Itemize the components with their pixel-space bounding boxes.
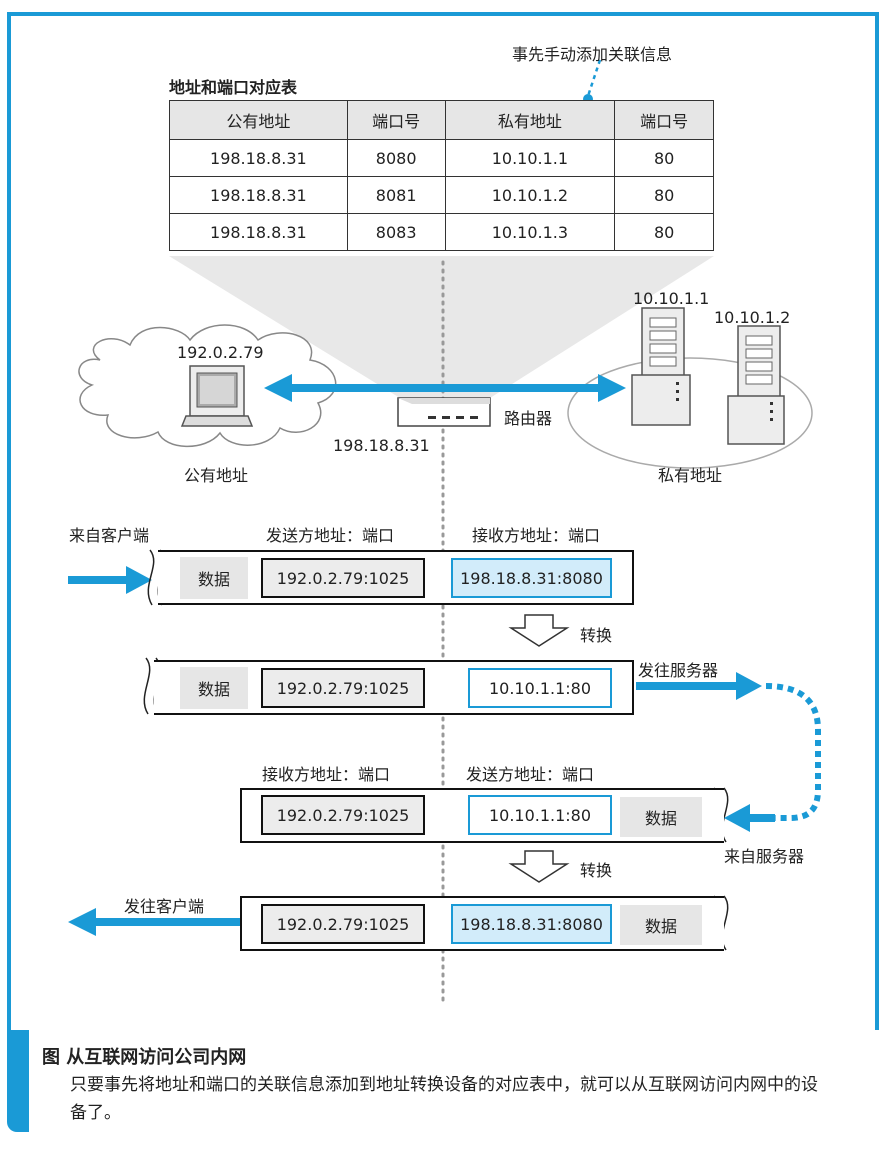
convert-label-2: 转换 bbox=[580, 861, 613, 880]
cell: 80 bbox=[614, 139, 714, 177]
from-client-arrow bbox=[68, 566, 152, 594]
cell: 198.18.8.31 bbox=[169, 213, 348, 251]
cell: 10.10.1.2 bbox=[444, 176, 616, 214]
cell: 8083 bbox=[346, 213, 446, 251]
client-ip-label: 192.0.2.79 bbox=[177, 343, 264, 362]
table-row: 198.18.8.31 8081 10.10.1.2 80 bbox=[169, 176, 714, 214]
connection-arrow bbox=[264, 374, 626, 402]
packet-3-data: 数据 bbox=[620, 797, 702, 837]
to-server-label: 发往服务器 bbox=[638, 661, 719, 680]
caption-accent-bar bbox=[7, 1030, 29, 1132]
header-public-address: 公有地址 bbox=[169, 100, 348, 140]
packet-2-dst: 10.10.1.1:80 bbox=[468, 668, 612, 708]
sender-header-1: 发送方地址：端口 bbox=[266, 526, 395, 545]
to-client-label: 发往客户端 bbox=[124, 897, 205, 916]
packet-2-src: 192.0.2.79:1025 bbox=[261, 668, 425, 708]
server2-icon bbox=[727, 325, 785, 445]
callout-leader bbox=[586, 59, 602, 97]
convert-label-1: 转换 bbox=[580, 626, 613, 645]
cell: 10.10.1.3 bbox=[444, 213, 616, 251]
packet-4-src: 198.18.8.31:8080 bbox=[451, 904, 612, 944]
public-network-label: 公有地址 bbox=[184, 466, 249, 485]
from-server-arrow bbox=[724, 804, 775, 832]
figure-frame bbox=[7, 12, 879, 1030]
receiver-header-2: 接收方地址：端口 bbox=[262, 765, 391, 784]
packet-4-dst: 192.0.2.79:1025 bbox=[261, 904, 425, 944]
packet-4-data: 数据 bbox=[620, 905, 702, 945]
callout-label: 事先手动添加关联信息 bbox=[512, 45, 673, 64]
server1-ip-label: 10.10.1.1 bbox=[633, 289, 710, 308]
convert-arrow-2 bbox=[508, 850, 570, 883]
header-public-port: 端口号 bbox=[346, 100, 446, 140]
table-row: 198.18.8.31 8080 10.10.1.1 80 bbox=[169, 139, 714, 177]
router-icon bbox=[397, 397, 491, 427]
from-server-label: 来自服务器 bbox=[724, 847, 805, 866]
packet-2-data: 数据 bbox=[180, 667, 248, 709]
cell: 80 bbox=[614, 176, 714, 214]
server-loop-dashed bbox=[765, 683, 821, 821]
sender-header-2: 发送方地址：端口 bbox=[466, 765, 595, 784]
cell: 10.10.1.1 bbox=[444, 139, 616, 177]
router-ip-label: 198.18.8.31 bbox=[333, 436, 430, 455]
table-title: 地址和端口对应表 bbox=[169, 78, 298, 97]
from-client-label: 来自客户端 bbox=[69, 526, 150, 545]
packet-1-data: 数据 bbox=[180, 557, 248, 599]
server1-icon bbox=[631, 307, 691, 426]
cell: 80 bbox=[614, 213, 714, 251]
header-private-address: 私有地址 bbox=[444, 100, 616, 140]
receiver-header-1: 接收方地址：端口 bbox=[472, 526, 601, 545]
packet-1-src: 192.0.2.79:1025 bbox=[261, 558, 425, 598]
convert-arrow-1 bbox=[508, 614, 570, 647]
to-client-arrow bbox=[68, 908, 240, 936]
router-label: 路由器 bbox=[504, 409, 553, 428]
packet-3-dst: 192.0.2.79:1025 bbox=[261, 795, 425, 835]
cell: 198.18.8.31 bbox=[169, 176, 348, 214]
caption-title: 图 从互联网访问公司内网 bbox=[42, 1047, 247, 1068]
table-row: 198.18.8.31 8083 10.10.1.3 80 bbox=[169, 213, 714, 251]
packet-1-dst: 198.18.8.31:8080 bbox=[451, 558, 612, 598]
server2-ip-label: 10.10.1.2 bbox=[714, 308, 791, 327]
header-private-port: 端口号 bbox=[614, 100, 714, 140]
to-server-arrow bbox=[636, 672, 762, 700]
table-header-row: 公有地址 端口号 私有地址 端口号 bbox=[169, 100, 714, 140]
client-pc-icon bbox=[180, 365, 254, 427]
packet-3-src: 10.10.1.1:80 bbox=[468, 795, 612, 835]
cell: 198.18.8.31 bbox=[169, 139, 348, 177]
private-network-label: 私有地址 bbox=[658, 466, 723, 485]
address-port-table: 公有地址 端口号 私有地址 端口号 198.18.8.31 8080 10.10… bbox=[169, 100, 714, 251]
cell: 8081 bbox=[346, 176, 446, 214]
caption-text: 只要事先将地址和端口的关联信息添加到地址转换设备的对应表中，就可以从互联网访问内… bbox=[70, 1075, 818, 1123]
cell: 8080 bbox=[346, 139, 446, 177]
